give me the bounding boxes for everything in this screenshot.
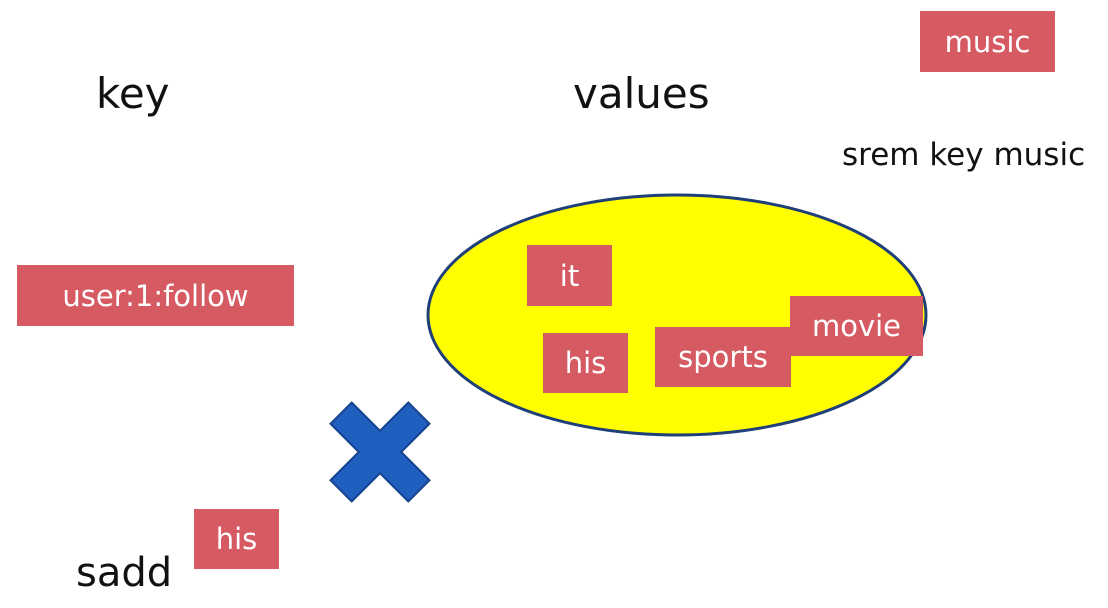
removed-member-tag: music — [920, 11, 1055, 72]
sadd-command: sadd — [76, 550, 173, 596]
key-heading: key — [96, 69, 170, 118]
srem-command: srem key music — [842, 137, 1086, 173]
set-member-it: it — [527, 245, 612, 306]
set-member-his: his — [543, 333, 628, 393]
set-member-sports: sports — [655, 327, 791, 387]
values-heading: values — [573, 69, 710, 118]
added-member-tag: his — [194, 509, 279, 569]
set-member-movie: movie — [790, 296, 923, 356]
key-tag: user:1:follow — [17, 265, 294, 326]
